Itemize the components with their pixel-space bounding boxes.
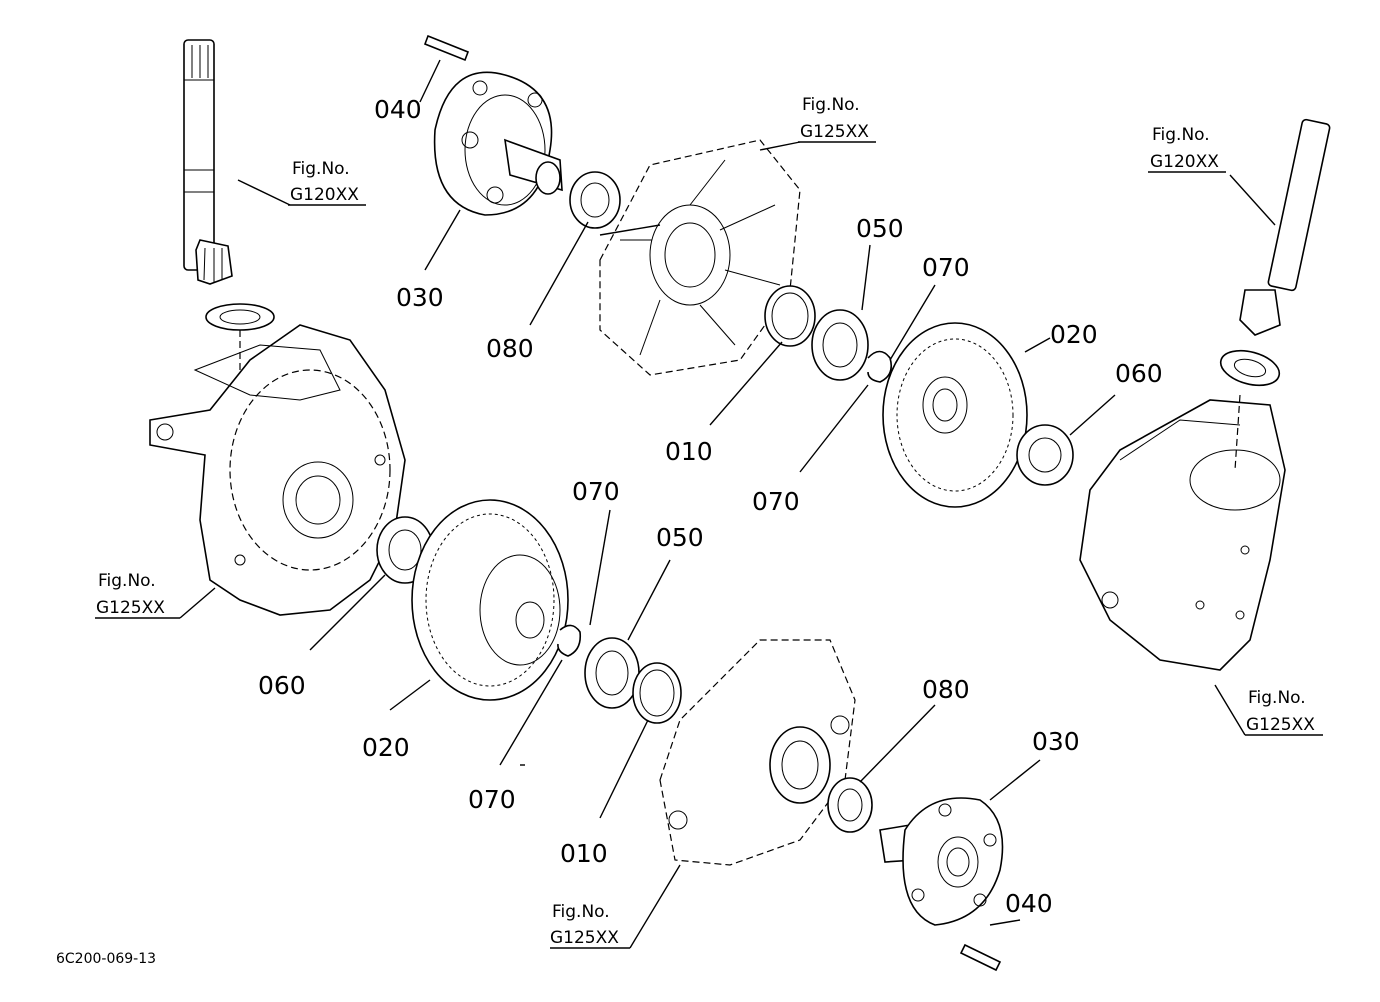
- label-060-right: 060: [1115, 359, 1163, 388]
- left-shaft: [183, 39, 233, 285]
- figref-6-title: Fig.No.: [552, 902, 610, 922]
- label-030-bottom: 030: [1032, 727, 1080, 756]
- figref-5-code: G125XX: [1246, 715, 1315, 735]
- label-010-bottom: 010: [560, 839, 608, 868]
- bottom-shim-010: [632, 662, 682, 724]
- top-snapring-070: [867, 350, 893, 383]
- label-060-left: 060: [258, 671, 306, 700]
- bottom-seal-080: [827, 777, 873, 833]
- top-cover: [599, 139, 801, 376]
- figref-4-code: G125XX: [96, 598, 165, 618]
- left-housing: [149, 324, 406, 616]
- figref-3-title: Fig.No.: [1152, 125, 1210, 145]
- label-040-bottom: 040: [1005, 889, 1053, 918]
- label-080-top: 080: [486, 334, 534, 363]
- label-050-bottom: 050: [656, 523, 704, 552]
- top-flange-030: [433, 71, 563, 216]
- figref-4-title: Fig.No.: [98, 571, 156, 591]
- label-070-top-a: 070: [922, 253, 970, 282]
- figref-5-title: Fig.No.: [1248, 688, 1306, 708]
- figref-3-code: G120XX: [1150, 152, 1219, 172]
- bottom-gear-020: [411, 499, 569, 701]
- figref-underlines: [95, 141, 1323, 949]
- top-bearing-050: [811, 309, 869, 381]
- bottom-flange-030: [879, 797, 1004, 926]
- label-020-bottom: 020: [362, 733, 410, 762]
- top-seal-080: [569, 171, 621, 229]
- leader-lines: [179, 59, 1276, 949]
- top-shim-010: [764, 285, 816, 347]
- label-080-bottom: 080: [922, 675, 970, 704]
- label-070-bottom-b: 070: [468, 785, 516, 814]
- label-050-top: 050: [856, 214, 904, 243]
- bottom-cover: [659, 639, 856, 866]
- label-040-top: 040: [374, 95, 422, 124]
- figref-1-title: Fig.No.: [292, 159, 350, 179]
- figref-6-code: G125XX: [550, 928, 619, 948]
- label-070-top-b: 070: [752, 487, 800, 516]
- label-020-top: 020: [1050, 320, 1098, 349]
- right-shaft: [1239, 118, 1331, 336]
- top-gear-020: [882, 322, 1028, 508]
- right-bearing-small: [1219, 349, 1281, 387]
- bottom-stud-040: [959, 943, 1002, 972]
- diagram-code: 6C200-069-13: [56, 951, 156, 967]
- figref-2-title: Fig.No.: [802, 95, 860, 115]
- bottom-snapring-070: [557, 624, 582, 657]
- bottom-bearing-050: [584, 637, 640, 709]
- right-housing: [1079, 394, 1286, 671]
- top-stud-040: [423, 34, 470, 62]
- label-070-bottom-a: 070: [572, 477, 620, 506]
- figref-1-code: G120XX: [290, 185, 359, 205]
- label-030-top: 030: [396, 283, 444, 312]
- right-bearing-060: [1016, 424, 1074, 486]
- figref-2-code: G125XX: [800, 122, 869, 142]
- label-010-top: 010: [665, 437, 713, 466]
